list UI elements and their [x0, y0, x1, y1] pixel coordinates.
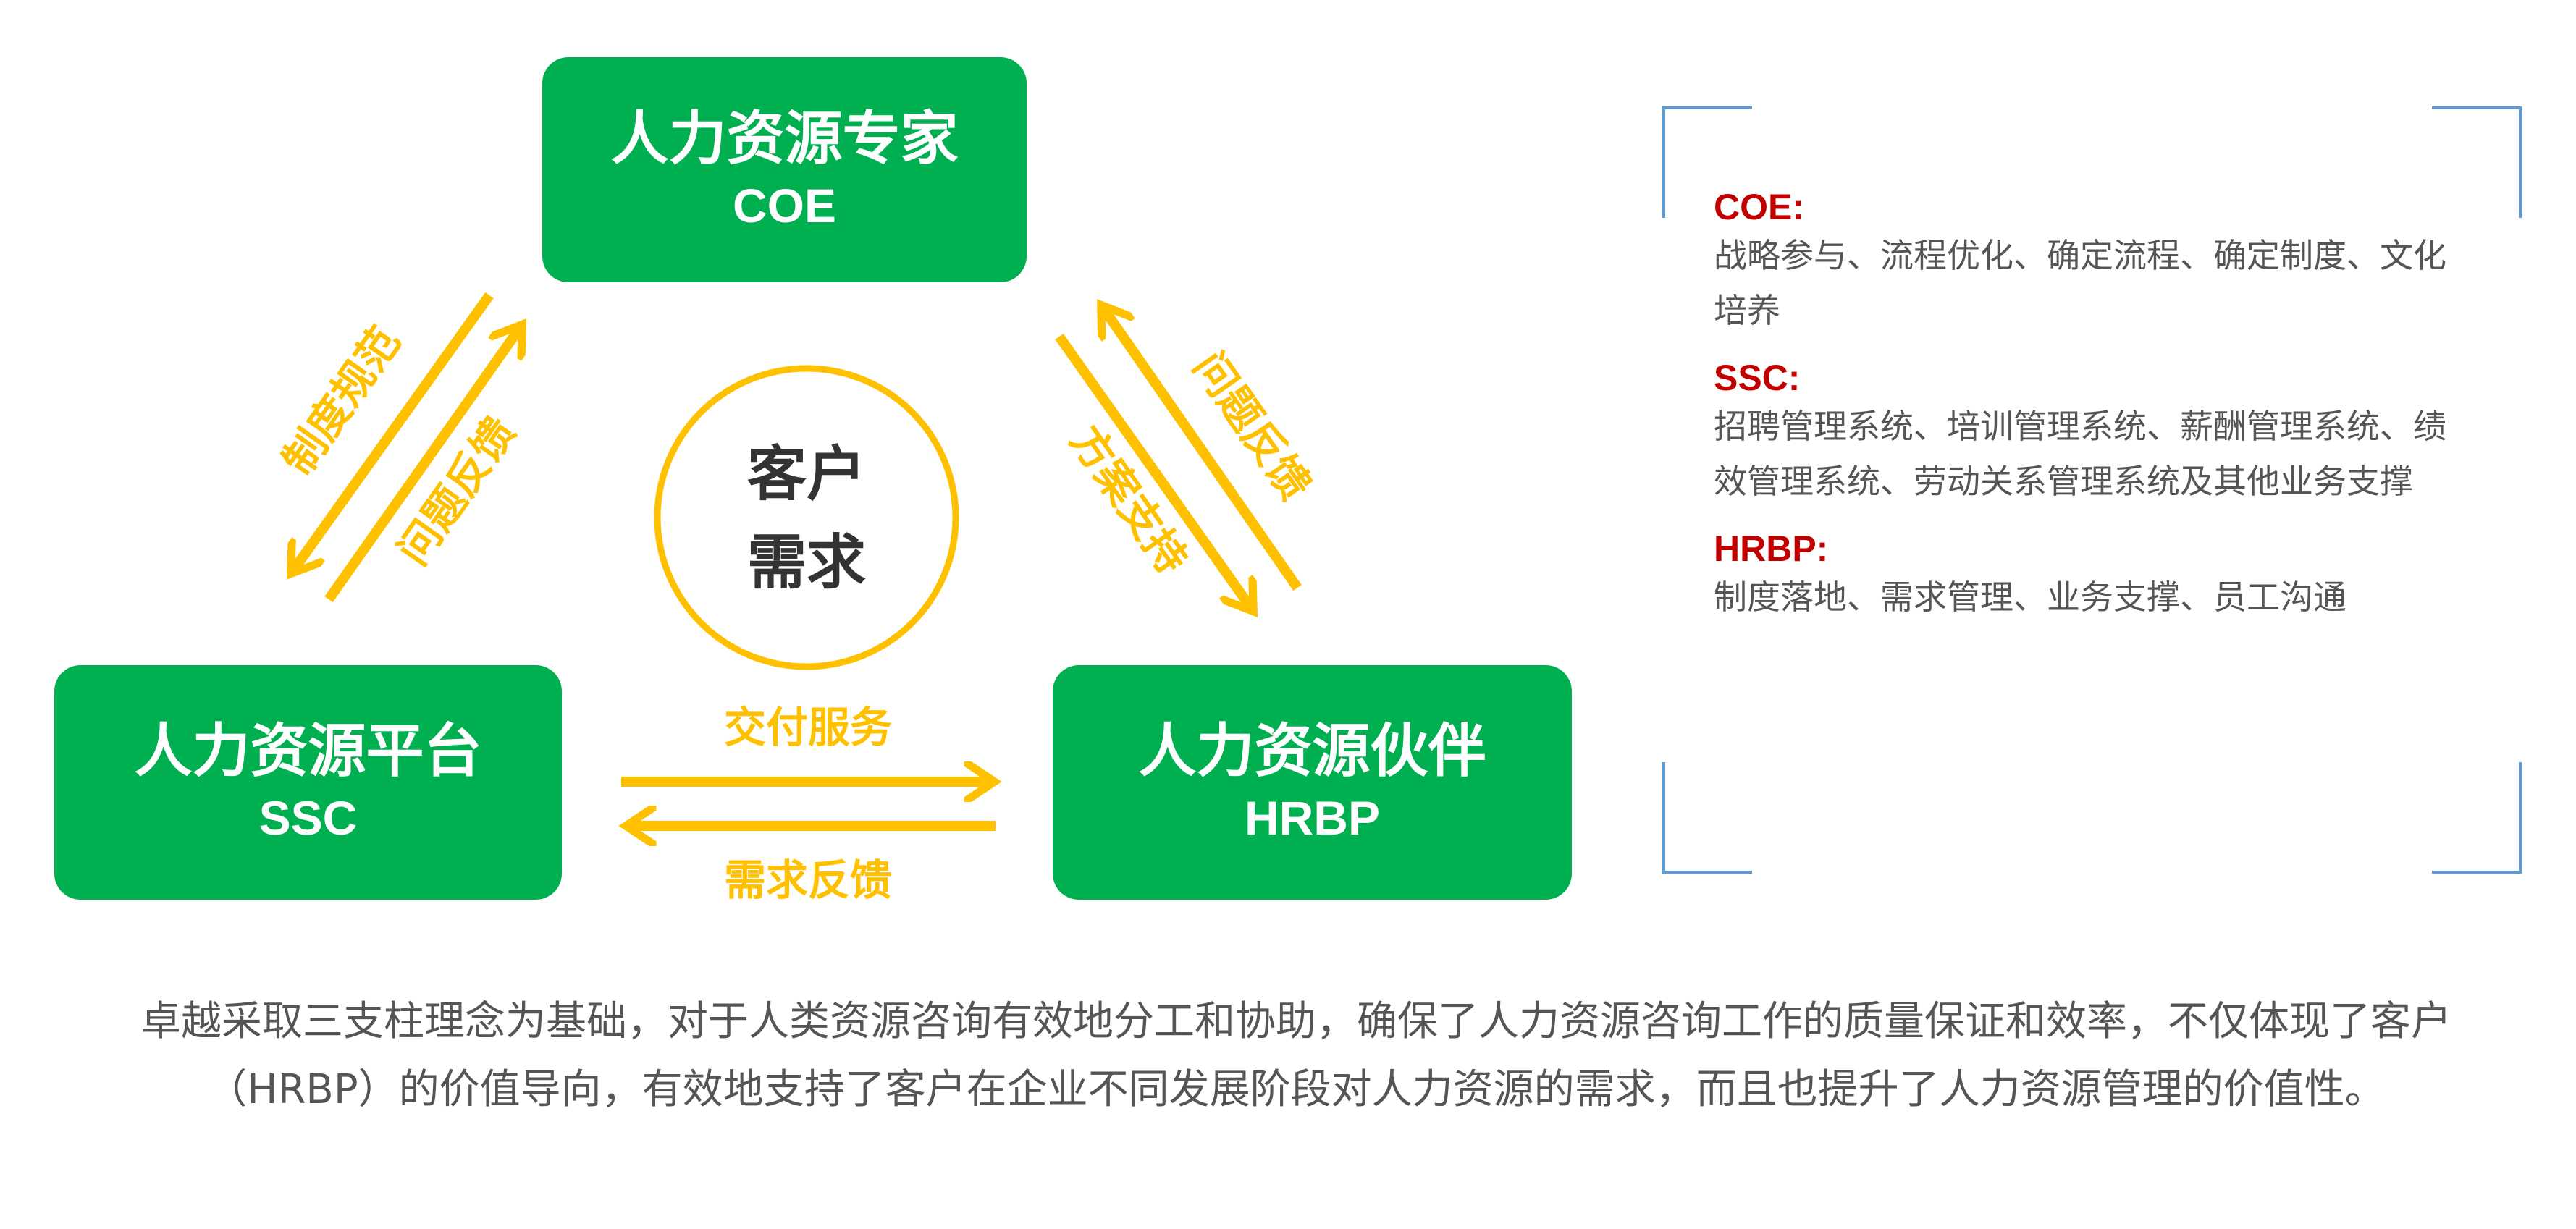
legend-desc-coe: 战略参与、流程优化、确定流程、确定制度、文化培养 [1714, 236, 2446, 330]
node-ssc-abbr: SSC [258, 791, 358, 845]
arrow-hrbp-to-coe [1103, 308, 1302, 591]
node-coe-abbr: COE [732, 178, 837, 232]
node-hrbp-title: 人力资源伙伴 [1138, 717, 1486, 785]
legend-heading-hrbp: HRBP: [1714, 528, 1829, 569]
label-hrbp-to-ssc: 需求反馈 [724, 856, 892, 905]
node-hrbp: 人力资源伙伴 HRBP [1053, 665, 1572, 900]
legend-panel: COE: 战略参与、流程优化、确定流程、确定制度、文化培养 SSC: 招聘管理系… [1662, 106, 2522, 874]
node-ssc-title: 人力资源平台 [134, 717, 482, 785]
legend-heading-coe: COE: [1714, 187, 1804, 227]
legend-heading-ssc: SSC: [1714, 358, 1801, 398]
bracket-top-right [2432, 106, 2522, 218]
legend-content: COE: 战略参与、流程优化、确定流程、确定制度、文化培养 SSC: 招聘管理系… [1714, 186, 2474, 625]
node-coe: 人力资源专家 COE [542, 57, 1027, 282]
summary-paragraph: 卓越采取三支柱理念为基础，对于人类资源咨询有效地分工和协助，确保了人力资源咨询工… [140, 998, 2451, 1113]
arrow-coe-to-hrbp [1055, 333, 1251, 608]
label-ssc-to-hrbp: 交付服务 [724, 703, 892, 752]
center-line2: 需求 [747, 528, 866, 597]
center-line1: 客户 [747, 440, 866, 509]
node-ssc: 人力资源平台 SSC [54, 665, 562, 900]
label-hrbp-to-coe: 问题反馈 [1184, 343, 1321, 509]
bracket-bottom-right [2432, 762, 2522, 874]
legend-desc-ssc: 招聘管理系统、培训管理系统、薪酬管理系统、绩效管理系统、劳动关系管理系统及其他业… [1714, 407, 2446, 501]
arrow-ssc-to-coe [324, 328, 520, 603]
legend-desc-hrbp: 制度落地、需求管理、业务支撑、员工沟通 [1714, 578, 2346, 617]
bracket-top-left [1662, 106, 1752, 218]
bracket-bottom-left [1662, 762, 1752, 874]
customer-need-circle [654, 365, 959, 670]
arrow-coe-to-ssc [293, 292, 494, 570]
label-coe-to-ssc: 制度规范 [273, 318, 410, 483]
node-coe-title: 人力资源专家 [610, 104, 959, 172]
node-hrbp-abbr: HRBP [1244, 791, 1380, 845]
